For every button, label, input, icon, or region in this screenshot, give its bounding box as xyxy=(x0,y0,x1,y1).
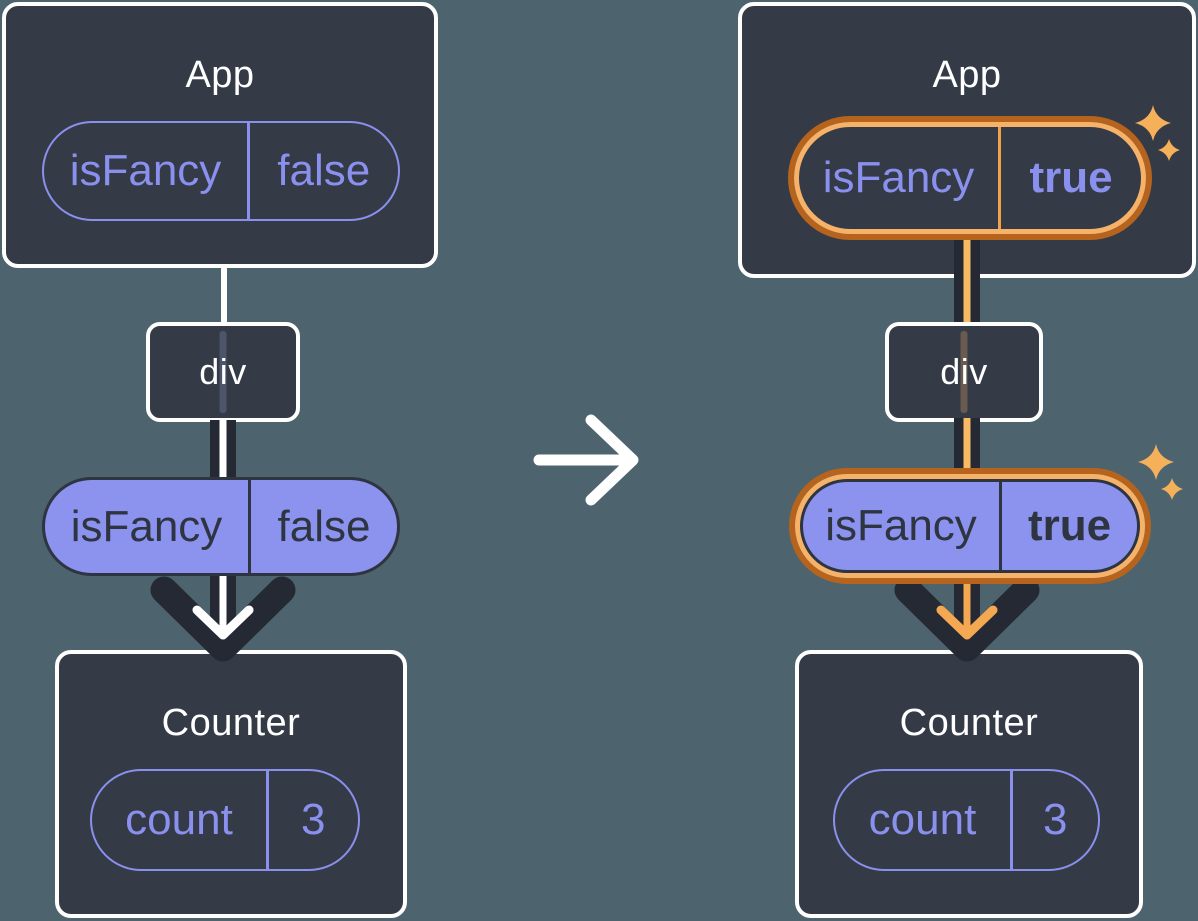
right-counter-pill-divider xyxy=(1010,771,1013,869)
left-div-ghost-line xyxy=(219,331,227,413)
left-app-state-pill: isFancy false xyxy=(42,121,400,221)
right-counter-state-pill: count 3 xyxy=(833,769,1100,871)
right-passed-prop-pill: isFancy true xyxy=(800,479,1140,573)
right-app-title: App xyxy=(932,54,1002,96)
left-app-state-name: isFancy xyxy=(69,146,222,195)
right-counter-component-box: Counter count 3 xyxy=(795,650,1143,918)
left-app-title: App xyxy=(185,54,255,96)
right-div-label: div xyxy=(940,351,988,392)
right-app-state-pill: isFancy true xyxy=(794,122,1146,234)
right-app-state-name: isFancy xyxy=(822,153,975,202)
right-app-sparkle-icon xyxy=(1135,105,1180,161)
right-passed-prop-divider xyxy=(999,482,1002,570)
transition-arrow-icon xyxy=(533,414,639,506)
left-connector-div-to-prop xyxy=(210,420,236,480)
left-div-box: div xyxy=(146,322,300,422)
right-passed-prop-pill-highlight: isFancy true xyxy=(789,468,1151,584)
left-counter-component-box: Counter count 3 xyxy=(55,650,407,918)
right-connector-div-to-prop xyxy=(954,418,980,476)
left-counter-title: Counter xyxy=(161,702,301,744)
left-passed-prop-pill: isFancy false xyxy=(42,477,400,576)
left-counter-state-value: 3 xyxy=(301,795,326,844)
right-down-arrow-icon xyxy=(894,568,1040,662)
right-div-box: div xyxy=(885,322,1043,422)
right-connector-app-to-div xyxy=(954,238,980,326)
right-counter-state-value: 3 xyxy=(1043,795,1068,844)
left-down-arrow-icon xyxy=(150,568,296,662)
left-connector-app-to-div xyxy=(221,266,227,326)
left-app-pill-divider xyxy=(247,123,250,219)
right-counter-title: Counter xyxy=(899,702,1039,744)
right-counter-state-name: count xyxy=(868,795,977,844)
right-passed-prop-ring-inner: isFancy true xyxy=(795,474,1145,578)
left-div-label: div xyxy=(199,351,247,392)
left-app-component-box: App isFancy false xyxy=(2,2,438,268)
right-prop-sparkle-icon xyxy=(1138,444,1183,500)
left-app-state-value: false xyxy=(277,146,371,195)
left-counter-state-pill: count 3 xyxy=(90,769,360,871)
right-passed-prop-name: isFancy xyxy=(825,501,977,550)
left-passed-prop-value: false xyxy=(277,501,371,551)
right-app-state-pill-highlight: isFancy true xyxy=(788,116,1152,240)
left-passed-prop-name: isFancy xyxy=(70,501,223,551)
right-connector-core-2 xyxy=(963,418,971,476)
right-app-state-value: true xyxy=(1029,153,1113,202)
left-counter-state-name: count xyxy=(125,795,233,844)
right-div-ghost-line xyxy=(960,331,968,413)
right-app-pill-divider xyxy=(998,127,1001,229)
left-passed-prop-divider xyxy=(248,480,251,573)
right-passed-prop-value: true xyxy=(1027,501,1112,550)
left-connector-core xyxy=(219,420,227,480)
left-counter-pill-divider xyxy=(266,771,269,869)
right-connector-core-1 xyxy=(963,238,971,326)
